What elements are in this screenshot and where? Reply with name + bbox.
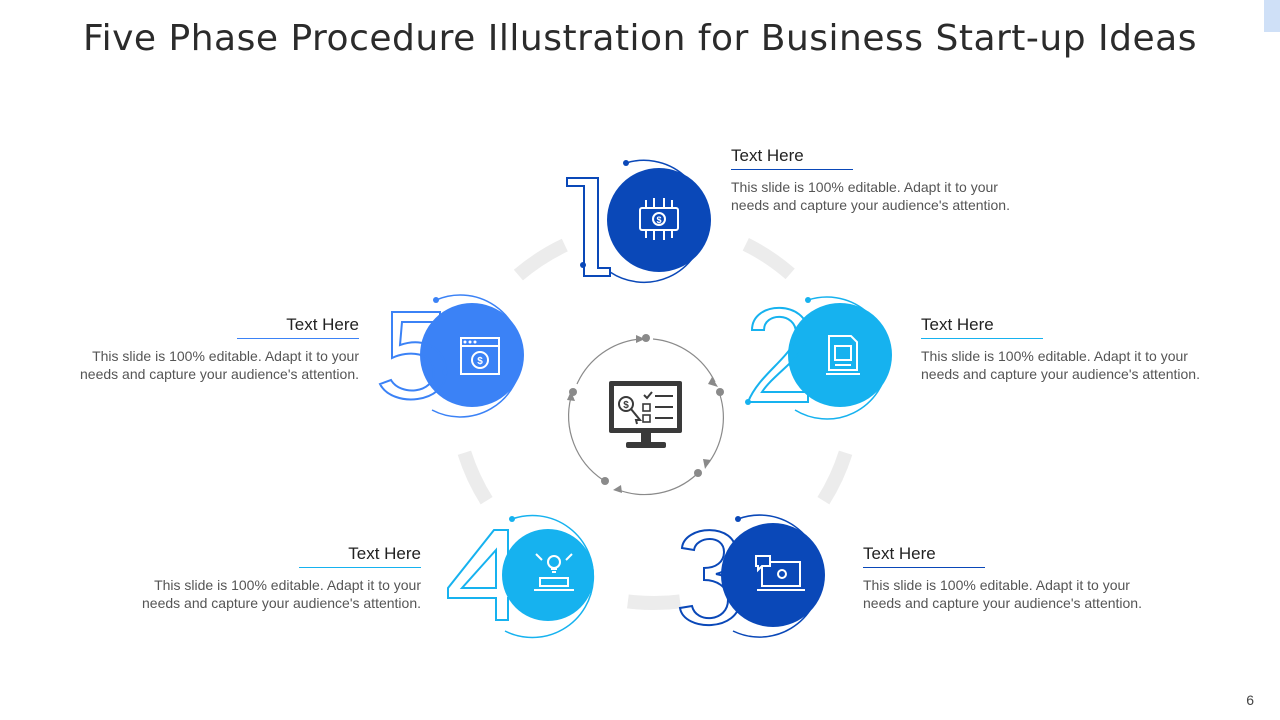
phase-1-heading: Text Here: [731, 146, 853, 170]
phase-2: [745, 296, 892, 420]
phase-5-heading: Text Here: [237, 315, 359, 339]
cycle-dot: [569, 388, 577, 396]
svg-text:$: $: [656, 215, 661, 225]
phase-3-text: Text Here This slide is 100% editable. A…: [863, 544, 1163, 612]
phase-1-text: Text Here This slide is 100% editable. A…: [731, 146, 1031, 214]
phase-1-number-outline: [566, 177, 611, 277]
outer-gray-ring: [457, 238, 853, 610]
browser-money-icon: [460, 337, 500, 375]
svg-text:$: $: [477, 356, 483, 367]
phase-4: [447, 514, 595, 639]
phase-2-disc: [788, 303, 892, 407]
phase-4-ring-dot: [509, 516, 515, 522]
svg-text:$: $: [623, 400, 629, 411]
phase-3-ring-dot: [735, 516, 741, 522]
phase-4-number-outline: [447, 529, 519, 621]
phase-4-heading: Text Here: [299, 544, 421, 568]
phase-2-ring-dot: [805, 297, 811, 303]
cycle-dot: [716, 388, 724, 396]
phase-5-disc: [420, 303, 524, 407]
inner-cycle-arrowheads: [567, 335, 718, 493]
laptop-settings-chat-icon: [755, 555, 805, 591]
phase-5-description: This slide is 100% editable. Adapt it to…: [80, 348, 359, 382]
cycle-dot: [601, 477, 609, 485]
phase-3-description: This slide is 100% editable. Adapt it to…: [863, 577, 1142, 611]
idea-desk-icon: [534, 553, 574, 591]
phase-2-number-outline: [746, 306, 810, 403]
cycle-dot: [642, 334, 650, 342]
phase-1: $: [566, 159, 711, 283]
phase-4-description: This slide is 100% editable. Adapt it to…: [142, 577, 421, 611]
slide-title: Five Phase Procedure Illustration for Bu…: [83, 18, 1197, 59]
phase-1-description: This slide is 100% editable. Adapt it to…: [731, 179, 1010, 213]
phase-5-text: Text Here This slide is 100% editable. A…: [59, 315, 359, 383]
document-report-icon: [826, 335, 860, 375]
phase-3-number-outline: [678, 529, 742, 627]
phase-4-text: Text Here This slide is 100% editable. A…: [121, 544, 421, 612]
circuit-money-icon: [639, 198, 679, 240]
phase-2-description: This slide is 100% editable. Adapt it to…: [921, 348, 1200, 382]
phase-4-disc: [502, 529, 594, 621]
page-number: 6: [1246, 692, 1254, 708]
phase-2-heading: Text Here: [921, 315, 1043, 339]
corner-accent: [1264, 0, 1280, 32]
inner-cycle-dots: [569, 334, 724, 485]
phase-3-disc: [721, 523, 825, 627]
phase-5: $: [378, 294, 524, 418]
phase-5-number-outline: [378, 311, 448, 401]
phase-1-ring-dot: [623, 160, 629, 166]
phase-1-disc: [607, 168, 711, 272]
phase-3-heading: Text Here: [863, 544, 985, 568]
inner-cycle: [568, 338, 724, 496]
cycle-dot: [694, 469, 702, 477]
phase-3: [678, 514, 825, 638]
phase-5-ring-dot: [433, 297, 439, 303]
monitor-checklist-icon: $: [609, 381, 682, 448]
phase-2-text: Text Here This slide is 100% editable. A…: [921, 315, 1221, 383]
